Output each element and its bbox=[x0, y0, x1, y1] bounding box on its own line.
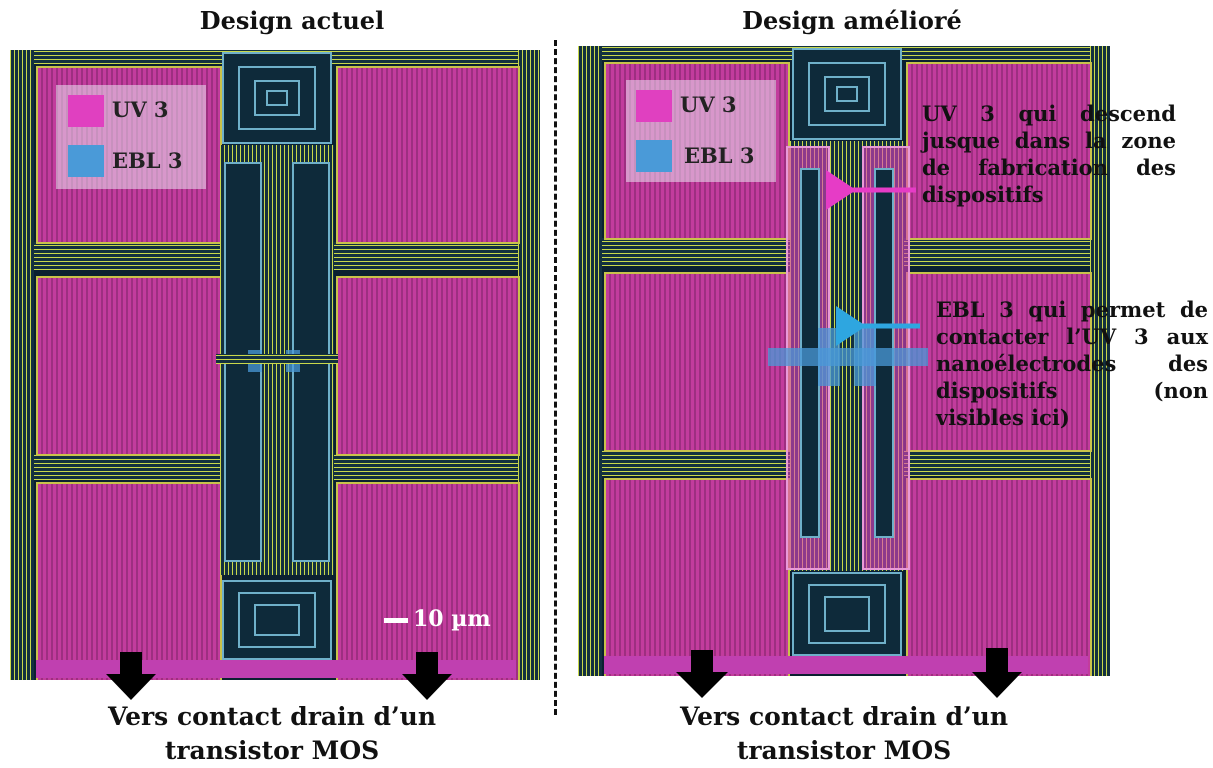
right-caption-line2: transistor MOS bbox=[736, 736, 952, 765]
left-caption-line2: transistor MOS bbox=[164, 736, 380, 765]
right-pad-mid-right bbox=[906, 272, 1092, 452]
right-square-top-inner1 bbox=[808, 62, 886, 126]
left-pad-mid-left bbox=[36, 276, 222, 456]
right-outer-rail-left bbox=[578, 46, 602, 676]
drain-arrow-right-2 bbox=[972, 648, 1022, 698]
right-panel-title: Design amélioré bbox=[742, 6, 962, 35]
left-legend: UV 3 EBL 3 bbox=[56, 85, 206, 189]
right-pad-mid-left bbox=[604, 272, 790, 452]
scale-bar-label: 10 µm bbox=[413, 606, 491, 632]
left-caption: Vers contact drain d’un transistor MOS bbox=[62, 700, 482, 768]
right-square-top-inner2 bbox=[824, 76, 870, 112]
drain-arrow-left-2 bbox=[402, 652, 452, 700]
right-layout-panel bbox=[578, 46, 1110, 676]
left-bottom-strip bbox=[36, 660, 516, 678]
right-legend: UV 3 EBL 3 bbox=[626, 80, 776, 182]
left-square-top-inner3 bbox=[266, 90, 288, 106]
scale-bar bbox=[384, 618, 408, 623]
right-square-bottom-inner1 bbox=[808, 584, 886, 644]
left-square-bottom-inner2 bbox=[254, 604, 300, 636]
left-center-crossbar bbox=[216, 354, 338, 364]
right-pad-bottom-right bbox=[906, 478, 1092, 676]
left-caption-line1: Vers contact drain d’un bbox=[107, 702, 436, 731]
left-square-bottom-inner1 bbox=[238, 592, 316, 648]
left-legend-uv3-swatch bbox=[68, 95, 104, 127]
drain-arrow-right-1 bbox=[676, 650, 728, 698]
left-legend-ebl3-swatch bbox=[68, 145, 104, 177]
right-pad-top-right bbox=[906, 62, 1092, 240]
right-ebl3-cross-horizontal bbox=[768, 348, 928, 366]
left-outer-rail-right bbox=[518, 50, 540, 680]
left-pad-top-right bbox=[336, 66, 520, 244]
left-square-top-inner1 bbox=[238, 66, 316, 130]
right-ebl3-cross-vertical-left bbox=[818, 328, 840, 386]
right-legend-ebl3-label: EBL 3 bbox=[684, 143, 755, 168]
right-caption-line1: Vers contact drain d’un bbox=[679, 702, 1008, 731]
drain-arrow-left-1 bbox=[106, 652, 156, 700]
panel-divider bbox=[554, 40, 557, 715]
left-legend-ebl3-label: EBL 3 bbox=[112, 148, 183, 173]
right-square-top-inner3 bbox=[836, 86, 858, 102]
left-pad-mid-right bbox=[336, 276, 520, 456]
right-outer-rail-right bbox=[1090, 46, 1110, 676]
left-square-top-inner2 bbox=[254, 80, 300, 116]
right-legend-uv3-label: UV 3 bbox=[680, 92, 737, 117]
left-pad-bottom-right bbox=[336, 482, 520, 680]
right-pad-bottom-left bbox=[604, 478, 790, 676]
right-bottom-strip bbox=[604, 656, 1088, 674]
right-caption: Vers contact drain d’un transistor MOS bbox=[634, 700, 1054, 768]
annotation-ebl3: EBL 3 qui permet de contacter l’UV 3 aux… bbox=[936, 297, 1208, 430]
right-legend-uv3-swatch bbox=[636, 90, 672, 122]
right-square-bottom-inner2 bbox=[824, 596, 870, 632]
right-legend-ebl3-swatch bbox=[636, 140, 672, 172]
left-pad-bottom-left bbox=[36, 482, 222, 680]
left-panel-title: Design actuel bbox=[199, 6, 385, 35]
left-legend-uv3-label: UV 3 bbox=[112, 97, 169, 122]
annotation-uv3: UV 3 qui descend jusque dans la zone de … bbox=[922, 101, 1176, 207]
left-outer-rail-left bbox=[10, 50, 34, 680]
